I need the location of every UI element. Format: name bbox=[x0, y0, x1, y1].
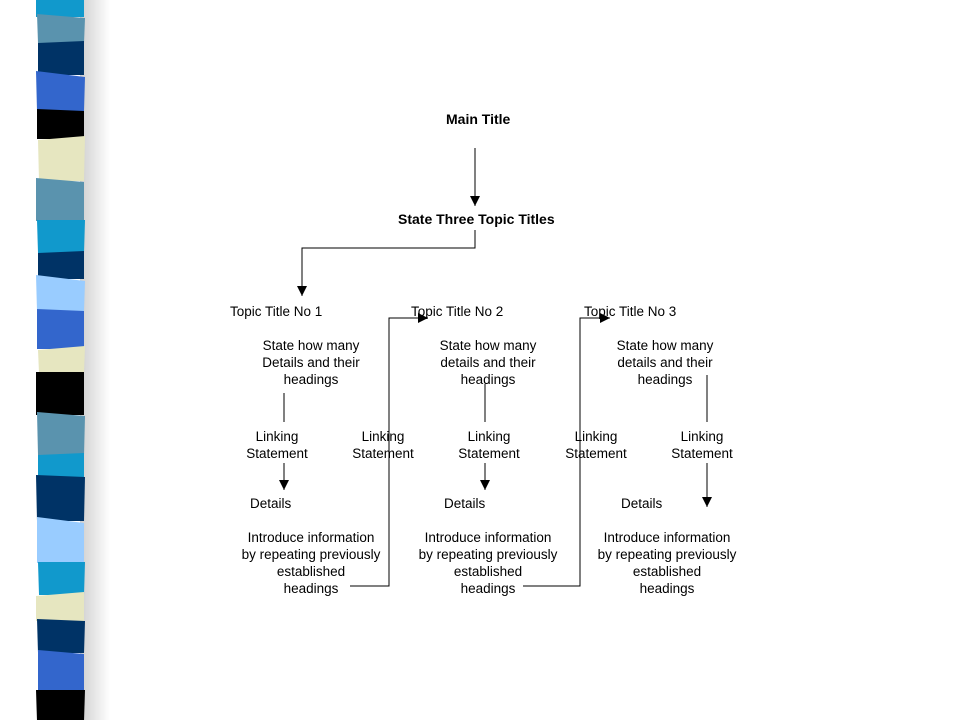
sidebar-shadow bbox=[80, 0, 110, 720]
topic-1-details: Details bbox=[250, 496, 292, 511]
sidebar-stripe bbox=[36, 690, 85, 720]
topic-2-state-details: State how many details and their heading… bbox=[439, 338, 537, 387]
state-topics-title: State Three Topic Titles bbox=[398, 211, 555, 227]
topic-1-introduce-information: Introduce information by repeating previ… bbox=[241, 530, 381, 596]
sidebar-stripe bbox=[36, 592, 84, 621]
main-title: Main Title bbox=[446, 111, 511, 127]
sidebar-stripe bbox=[36, 71, 85, 111]
sidebar-stripe bbox=[37, 619, 85, 653]
sidebar-stripe bbox=[37, 517, 84, 563]
topic-3-linking-statement: Linking Statement bbox=[671, 429, 733, 461]
sidebar-stripe bbox=[36, 475, 85, 521]
sidebar-stripe bbox=[38, 453, 84, 477]
arrow-topic-2-to-topic-3 bbox=[523, 313, 610, 587]
sidebar-stripe bbox=[38, 41, 84, 75]
sidebar-stripe bbox=[38, 346, 85, 373]
topic-2-introduce-information: Introduce information by repeating previ… bbox=[418, 530, 558, 596]
sidebar-stripe bbox=[36, 178, 84, 221]
topic-2-linking-statement: Linking Statement bbox=[458, 429, 520, 461]
topic-3-introduce-information: Introduce information by repeating previ… bbox=[597, 530, 737, 596]
sidebar-stripe bbox=[38, 136, 85, 181]
sidebar-stripe bbox=[36, 0, 84, 17]
sidebar-stripe bbox=[38, 251, 84, 279]
topic-title-3: Topic Title No 3 bbox=[584, 304, 677, 319]
sidebar-stripe bbox=[37, 309, 84, 349]
sidebar-stripe bbox=[36, 372, 84, 415]
topic-3-details: Details bbox=[621, 496, 663, 511]
sidebar-stripe bbox=[37, 412, 85, 455]
sidebar-stripe bbox=[37, 220, 85, 253]
linking-statement-1-to-2: Linking Statement bbox=[352, 429, 414, 461]
topic-title-1: Topic Title No 1 bbox=[230, 304, 323, 319]
topic-1-linking-statement: Linking Statement bbox=[246, 429, 308, 461]
topic-title-2: Topic Title No 2 bbox=[411, 304, 504, 319]
topic-2-details: Details bbox=[444, 496, 486, 511]
topic-1-state-details: State how many Details and their heading… bbox=[262, 338, 360, 387]
topic-3-state-details: State how many details and their heading… bbox=[616, 338, 714, 387]
sidebar-stripe bbox=[37, 14, 85, 43]
sidebar-stripe bbox=[38, 650, 84, 691]
linking-statement-2-to-3: Linking Statement bbox=[565, 429, 627, 461]
arrow-topic-1-to-topic-2 bbox=[350, 313, 428, 587]
sidebar-stripe bbox=[38, 562, 85, 595]
arrow-state-to-topic-1 bbox=[297, 230, 476, 296]
sidebar-stripe bbox=[37, 109, 84, 139]
sidebar-stripe bbox=[36, 275, 85, 311]
decorative-stripe-sidebar bbox=[36, 0, 110, 720]
